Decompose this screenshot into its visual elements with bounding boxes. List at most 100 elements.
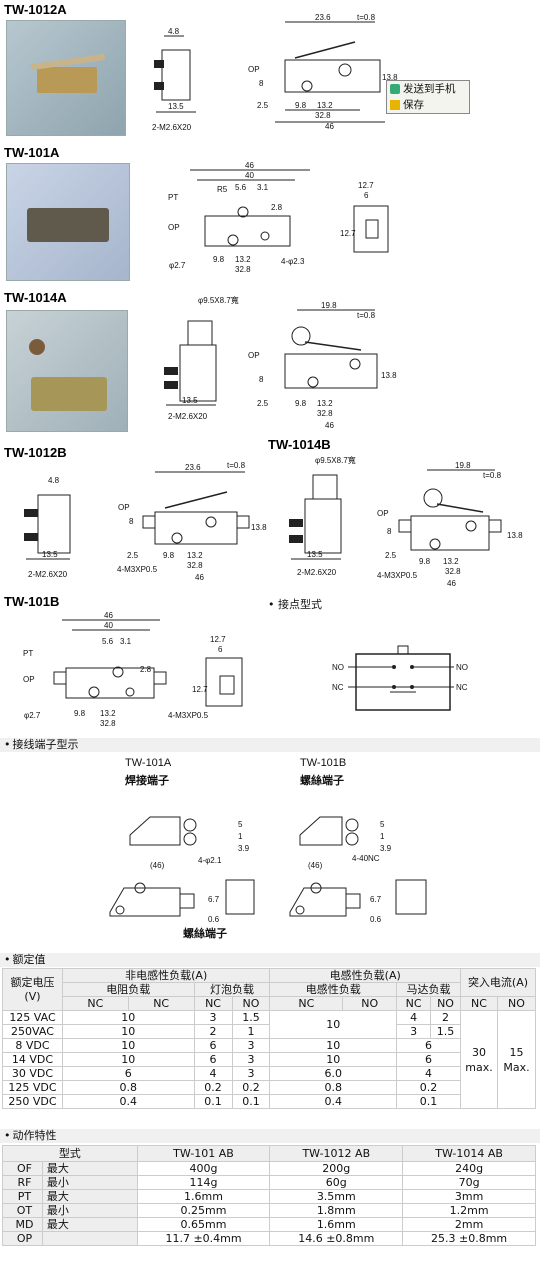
cell-lamp-no: 0.1 [231, 1094, 271, 1109]
dim-text: 9.8 [419, 557, 431, 566]
model-label-tw101a: TW-101A [4, 145, 60, 160]
dim-text: 9.8 [74, 709, 86, 718]
dim-text: 4.8 [48, 476, 60, 485]
dim-text: 4-φ2.1 [198, 856, 222, 865]
dim-text: 12.7 [340, 229, 356, 238]
cell-value: 14.6 ±0.8mm [269, 1231, 404, 1246]
dim-text: 4-φ2.3 [281, 257, 305, 266]
header-indload: 电感性负载 [269, 982, 398, 997]
col-no: NO [342, 996, 398, 1011]
header-tw1012ab: TW-1012 AB [269, 1145, 404, 1162]
cell-value: 11.7 ±0.4mm [136, 1231, 271, 1246]
dim-text: 9.8 [163, 551, 175, 560]
cell-lamp-nc: 6 [193, 1052, 233, 1067]
dim-text: 2.5 [257, 399, 269, 408]
photo-tw1014a [6, 310, 128, 432]
dim-text: 13.8 [251, 523, 267, 532]
dim-text: 40 [104, 621, 113, 630]
cell-value: 2mm [402, 1217, 536, 1232]
dim-text: 9.8 [213, 255, 225, 264]
dim-text: 19.8 [455, 461, 471, 470]
cell-resist: 10 [61, 1024, 195, 1039]
dim-text: 46 [104, 611, 113, 620]
save-item[interactable]: 保存 [387, 97, 469, 113]
cell-lamp-no: 1.5 [231, 1010, 271, 1025]
col-nc: NC [127, 996, 195, 1011]
dim-text: 4-M3XP0.5 [117, 565, 158, 574]
terminal-a-upper: 513.9 4-φ2.1 [129, 816, 250, 865]
terminal-a-type: 焊接端子 [125, 774, 169, 787]
cell-motor: 6 [396, 1038, 461, 1053]
dim-text: 32.8 [315, 111, 331, 120]
dim-text: 13.2 [317, 399, 333, 408]
terminal-a-lower: (46) 6.70.6 [109, 861, 255, 924]
cell-qualifier: 最大 [41, 1189, 138, 1204]
action-title: 动作特性 [12, 1129, 57, 1142]
cell-param: MD [2, 1217, 43, 1232]
cell-motor-no: 1.5 [430, 1024, 461, 1039]
cell-lamp-no: 1 [231, 1024, 271, 1039]
cell-value: 70g [402, 1175, 536, 1190]
cell-value: 200g [269, 1161, 404, 1176]
header-tw1014ab: TW-1014 AB [402, 1145, 536, 1162]
cell-value: 114g [136, 1175, 271, 1190]
col-nc: NC [396, 996, 432, 1011]
action-section-bar: •动作特性 [0, 1129, 540, 1143]
dim-text: 13.2 [317, 101, 333, 110]
cell-resist: 10 [61, 1052, 195, 1067]
dim-text: 2.5 [127, 551, 139, 560]
cell-lamp-no: 3 [231, 1052, 271, 1067]
dim-text: t=0.8 [357, 13, 376, 22]
cell-lamp-nc: 0.1 [193, 1094, 233, 1109]
dim-text: 3.9 [238, 844, 250, 853]
dim-text: φ2.7 [169, 261, 186, 270]
drawing-tw1012b-side: 4.8 13.5 2-M2.6X20 [24, 476, 71, 579]
cell-param: PT [2, 1189, 43, 1204]
dim-text: OP [377, 509, 389, 518]
terminal-b-lower: (46) 6.70.6 [289, 861, 427, 924]
dim-text: 9.8 [295, 101, 307, 110]
dim-text: t=0.8 [357, 311, 376, 320]
cell-qualifier: 最大 [41, 1161, 138, 1176]
dim-text: t=0.8 [483, 471, 502, 480]
header-nonind: 非电感性负载(A) [61, 968, 271, 983]
cell-voltage: 250VAC [2, 1024, 63, 1039]
drawing-tw1012a-side: 4.8 13.5 2-M2.6X20 [152, 27, 196, 132]
cell-motor: 6 [396, 1052, 461, 1067]
dim-text: 5 [238, 820, 243, 829]
dim-text: 13.5 [42, 550, 58, 559]
dim-text: 46 [447, 579, 456, 588]
dim-text: 8 [129, 517, 134, 526]
col-no: NO [430, 996, 461, 1011]
cell-indload: 6.0 [269, 1066, 398, 1081]
photo-tw101a [6, 163, 130, 281]
dim-text: 32.8 [445, 567, 461, 576]
header-motor: 马达负载 [396, 982, 461, 997]
header-type: 型式 [2, 1145, 138, 1162]
contact-type-title: 接点型式 [278, 598, 322, 611]
cell-param: OT [2, 1203, 43, 1218]
dim-text: φ2.7 [24, 711, 41, 720]
cell-lamp-nc: 3 [193, 1010, 233, 1025]
send-to-phone-item[interactable]: 发送到手机 [387, 81, 469, 97]
dim-text: 13.5 [307, 550, 323, 559]
table-row: 125 VDC 0.8 0.2 0.2 0.8 0.2 [2, 1080, 536, 1095]
dim-text: 0.6 [370, 915, 382, 924]
cell-param: RF [2, 1175, 43, 1190]
cell-motor: 4 [396, 1066, 461, 1081]
cell-voltage: 125 VAC [2, 1010, 63, 1025]
dim-text: 13.8 [381, 371, 397, 380]
cell-motor-nc: 4 [396, 1010, 432, 1025]
dim-text: 19.8 [321, 301, 337, 310]
dim-text: 13.2 [235, 255, 251, 264]
cell-value: 25.3 ±0.8mm [402, 1231, 536, 1246]
cell-param: OP [2, 1231, 43, 1246]
dim-text: R5 [217, 185, 228, 194]
table-row: 8 VDC 10 6 3 10 6 [2, 1038, 536, 1053]
col-nc: NC [193, 996, 233, 1011]
dim-text: 8 [259, 375, 264, 384]
cell-value: 400g [136, 1161, 271, 1176]
